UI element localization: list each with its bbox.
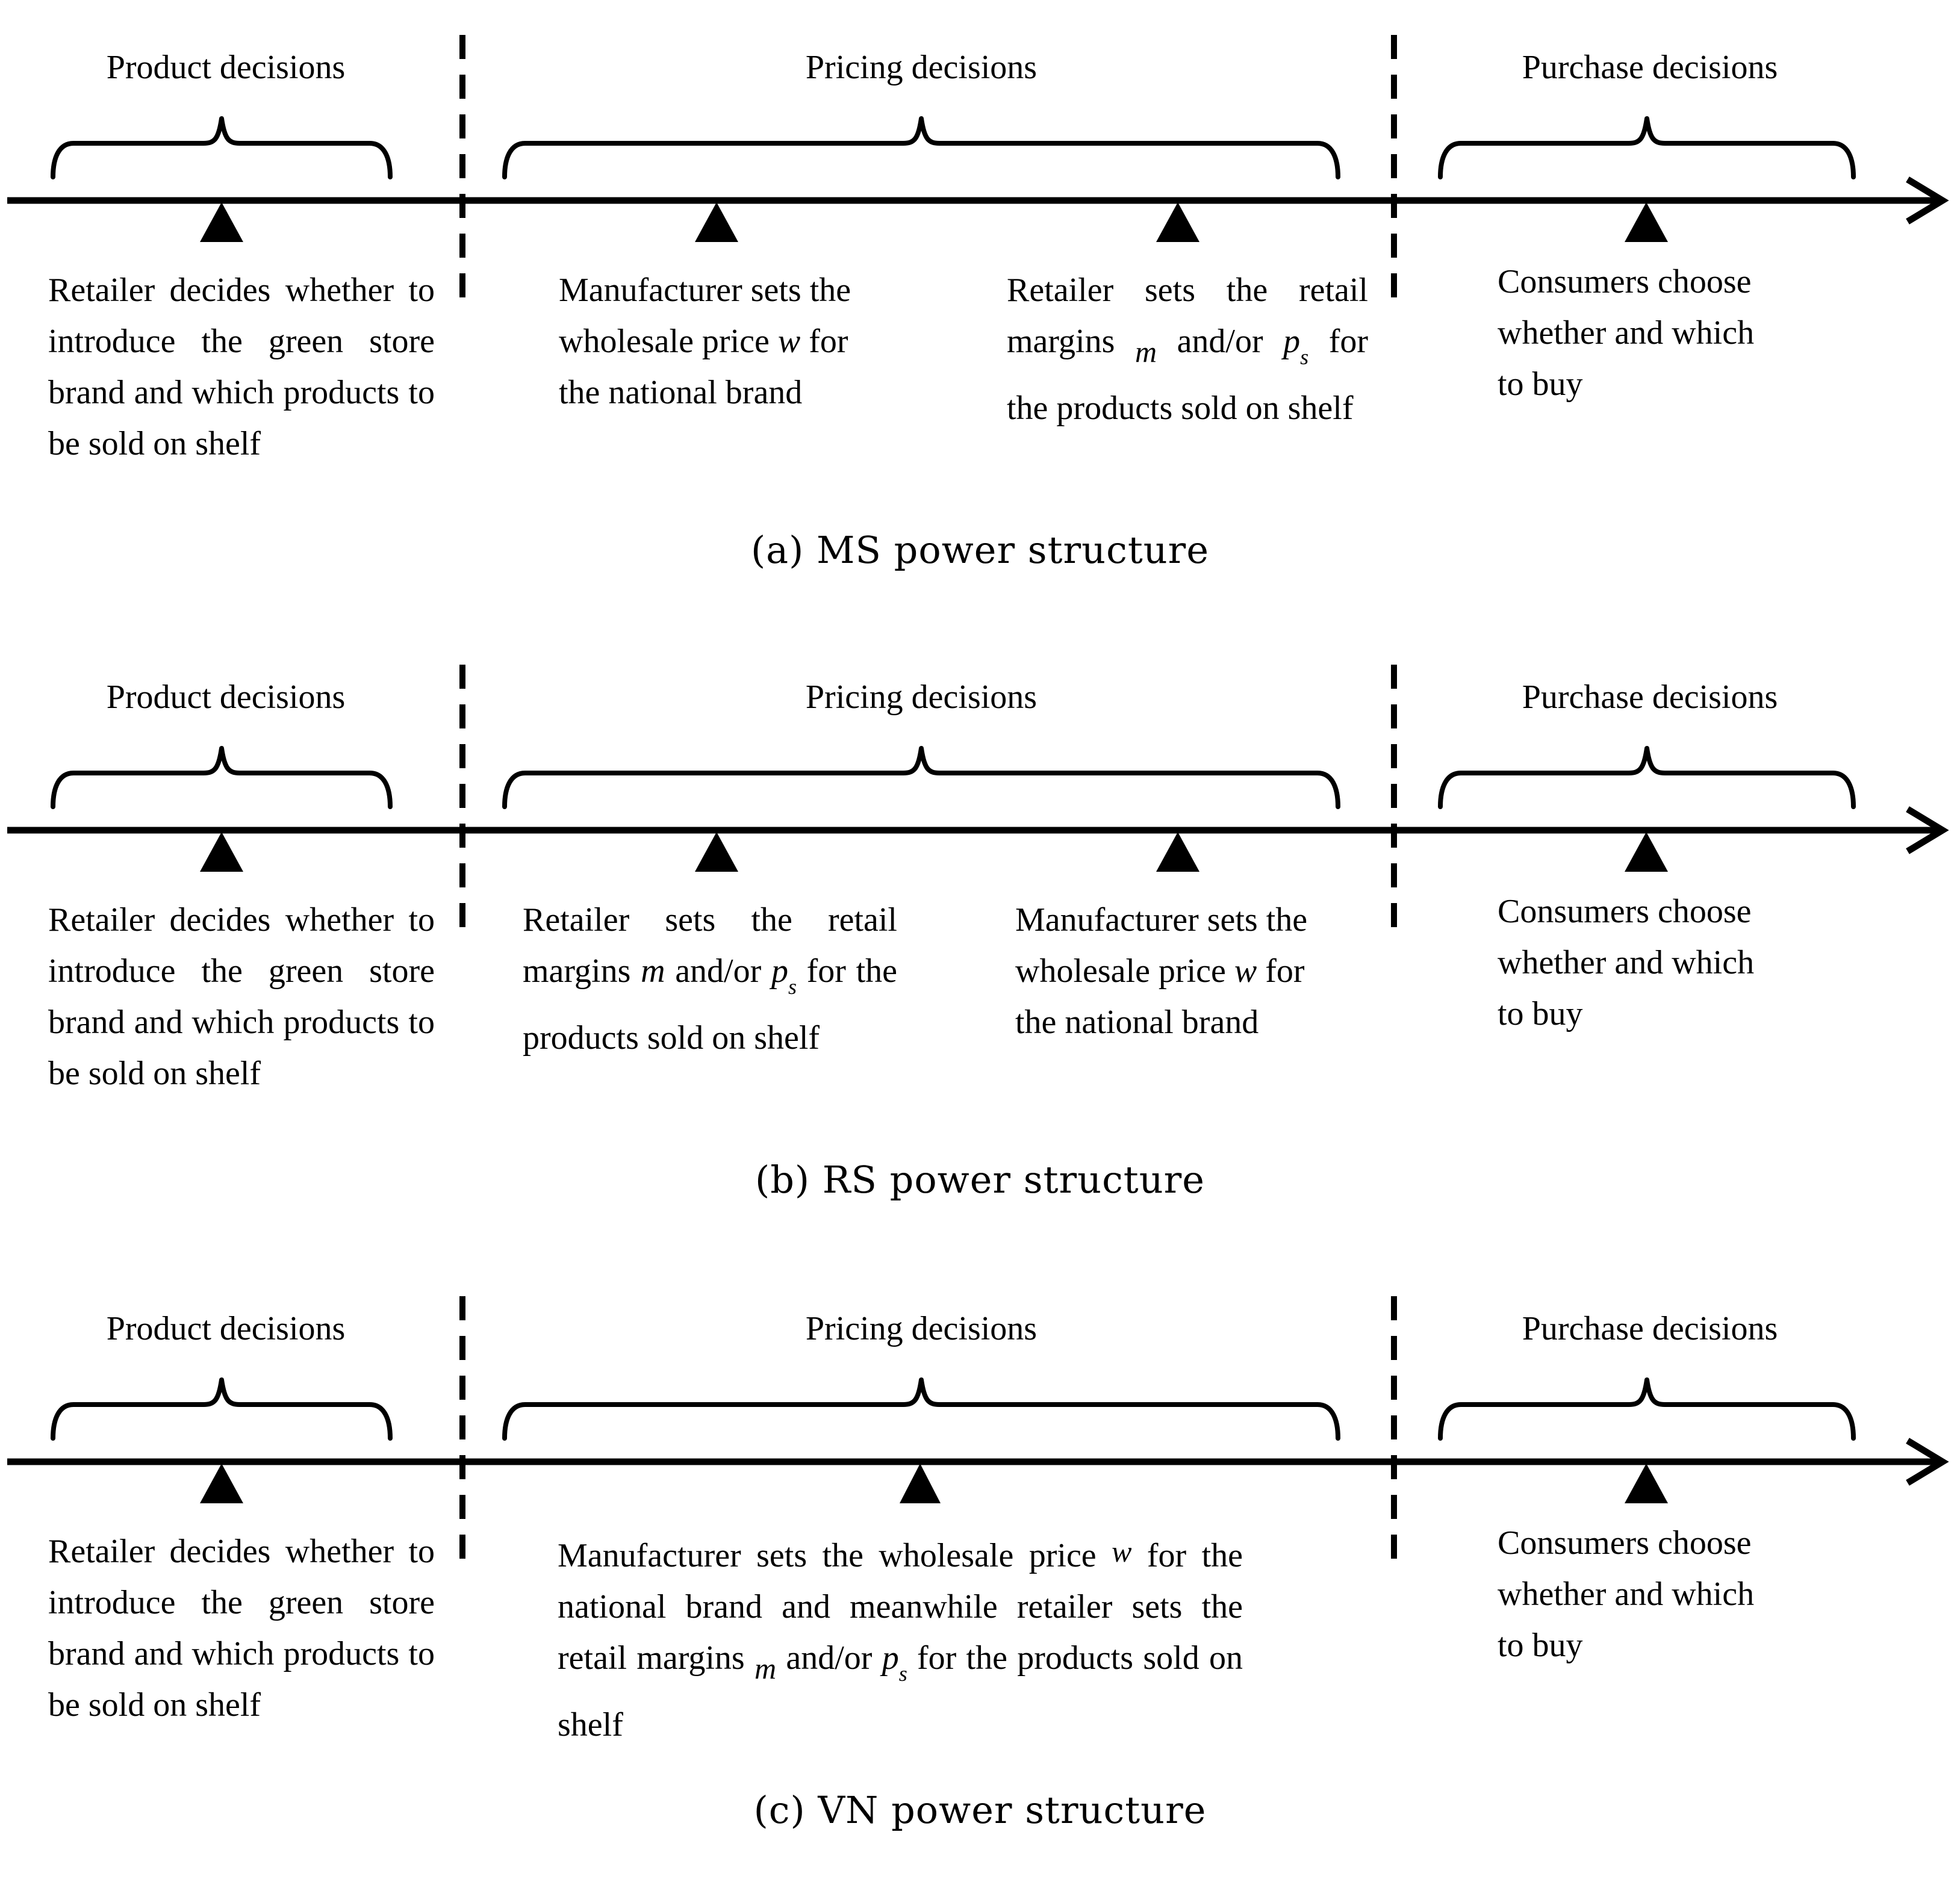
var-p-sub-s: s bbox=[1300, 345, 1309, 369]
brace-pricing bbox=[502, 746, 1340, 809]
var-p: p bbox=[771, 952, 788, 990]
note-text: for the national brand bbox=[559, 323, 848, 411]
var-p-sub-s: s bbox=[898, 1662, 907, 1686]
note-text: Retailer decides whether to introduce th… bbox=[48, 901, 435, 1092]
timeline-arrowhead-icon bbox=[1906, 806, 1949, 854]
note-text: for the national brand bbox=[1015, 952, 1305, 1041]
note-text: Manufacturer sets the wholesale price bbox=[559, 272, 851, 360]
event-marker-triangle bbox=[1156, 832, 1199, 872]
note-consumers-choose: Consumers choose whether and which to bu… bbox=[1498, 1518, 1773, 1671]
phase-label-product: Product decisions bbox=[106, 49, 346, 86]
panel-caption-rs: (b) RS power structure bbox=[755, 1158, 1205, 1202]
brace-product bbox=[51, 746, 393, 809]
event-marker-triangle bbox=[900, 1464, 941, 1503]
brace-pricing bbox=[502, 1377, 1340, 1441]
phase-label-product: Product decisions bbox=[106, 678, 346, 716]
event-marker-triangle bbox=[200, 832, 243, 872]
panel-caption-vn: (c) VN power structure bbox=[753, 1788, 1207, 1832]
panel-rs-graphics bbox=[7, 665, 1949, 934]
phase-label-product: Product decisions bbox=[106, 1310, 346, 1347]
phase-label-purchase: Purchase decisions bbox=[1522, 49, 1778, 86]
panel-vn: Product decisions Pricing decisions Purc… bbox=[0, 1261, 1960, 1863]
note-manufacturer-wholesale: Manufacturer sets the wholesale price w … bbox=[559, 265, 895, 418]
note-text: for the products sold on shelf bbox=[523, 952, 898, 1057]
phase-label-pricing: Pricing decisions bbox=[805, 678, 1038, 716]
panel-ms-graphics bbox=[7, 35, 1949, 305]
brace-purchase bbox=[1438, 746, 1856, 809]
event-marker-triangle bbox=[1156, 202, 1199, 242]
event-marker-triangle bbox=[1625, 202, 1668, 242]
brace-purchase bbox=[1438, 1377, 1856, 1441]
brace-purchase bbox=[1438, 116, 1856, 179]
note-text: for the national brand and meanwhile ret… bbox=[558, 1537, 1243, 1677]
var-w: w bbox=[1112, 1535, 1132, 1568]
event-marker-triangle bbox=[1625, 832, 1668, 872]
note-retailer-margins: Retailer sets the retail margins m and/o… bbox=[1007, 265, 1368, 434]
panel-caption-ms: (a) MS power structure bbox=[750, 528, 1210, 572]
event-marker-triangle bbox=[695, 832, 738, 872]
var-p: p bbox=[1283, 323, 1301, 360]
timeline-arrowhead-icon bbox=[1906, 176, 1949, 225]
note-text: Consumers choose whether and which to bu… bbox=[1498, 1524, 1755, 1664]
event-marker-triangle bbox=[1625, 1464, 1668, 1503]
var-p-sub-s: s bbox=[788, 975, 797, 999]
note-text: Retailer decides whether to introduce th… bbox=[48, 272, 435, 462]
panel-ms: Product decisions Pricing decisions Purc… bbox=[0, 0, 1960, 630]
note-text: Consumers choose whether and which to bu… bbox=[1498, 263, 1755, 403]
var-m: m bbox=[754, 1651, 777, 1685]
note-manufacturer-wholesale: Manufacturer sets the wholesale price w … bbox=[1015, 895, 1352, 1048]
var-w: w bbox=[777, 323, 801, 360]
note-text: and/or bbox=[776, 1639, 882, 1677]
note-retailer-margins: Retailer sets the retail margins m and/o… bbox=[523, 895, 897, 1064]
phase-label-pricing: Pricing decisions bbox=[805, 49, 1038, 86]
note-text: Manufacturer sets the wholesale price bbox=[1015, 901, 1308, 990]
panel-vn-graphics bbox=[7, 1296, 1949, 1566]
note-retailer-product-decision: Retailer decides whether to introduce th… bbox=[48, 1526, 435, 1731]
note-text: for the products sold on shelf bbox=[1007, 323, 1369, 427]
note-consumers-choose: Consumers choose whether and which to bu… bbox=[1498, 886, 1773, 1040]
note-text: Retailer decides whether to introduce th… bbox=[48, 1533, 435, 1724]
brace-pricing bbox=[502, 116, 1340, 179]
note-text: Consumers choose whether and which to bu… bbox=[1498, 893, 1755, 1032]
phase-label-purchase: Purchase decisions bbox=[1522, 678, 1778, 716]
note-text: Manufacturer sets the wholesale price bbox=[558, 1537, 1112, 1574]
var-m: m bbox=[1134, 335, 1157, 368]
note-text: and/or bbox=[665, 952, 771, 990]
note-text: for the products sold on shelf bbox=[558, 1639, 1243, 1744]
phase-label-pricing: Pricing decisions bbox=[805, 1310, 1038, 1347]
event-marker-triangle bbox=[200, 202, 243, 242]
note-consumers-choose: Consumers choose whether and which to bu… bbox=[1498, 256, 1773, 410]
phase-label-purchase: Purchase decisions bbox=[1522, 1310, 1778, 1347]
note-text: Retailer sets the retail margins bbox=[1007, 272, 1368, 360]
note-text: Retailer sets the retail margins bbox=[523, 901, 897, 990]
event-marker-triangle bbox=[695, 202, 738, 242]
brace-product bbox=[51, 116, 393, 179]
event-marker-triangle bbox=[200, 1464, 243, 1503]
timeline-arrowhead-icon bbox=[1906, 1438, 1949, 1486]
note-simultaneous-pricing: Manufacturer sets the wholesale price w … bbox=[558, 1526, 1243, 1751]
brace-product bbox=[51, 1377, 393, 1441]
panel-rs: Product decisions Pricing decisions Purc… bbox=[0, 630, 1960, 1259]
var-m: m bbox=[641, 952, 665, 990]
note-text: and/or bbox=[1157, 323, 1284, 360]
var-w: w bbox=[1234, 952, 1257, 990]
var-p: p bbox=[882, 1639, 899, 1677]
note-retailer-product-decision: Retailer decides whether to introduce th… bbox=[48, 265, 435, 470]
note-retailer-product-decision: Retailer decides whether to introduce th… bbox=[48, 895, 435, 1099]
